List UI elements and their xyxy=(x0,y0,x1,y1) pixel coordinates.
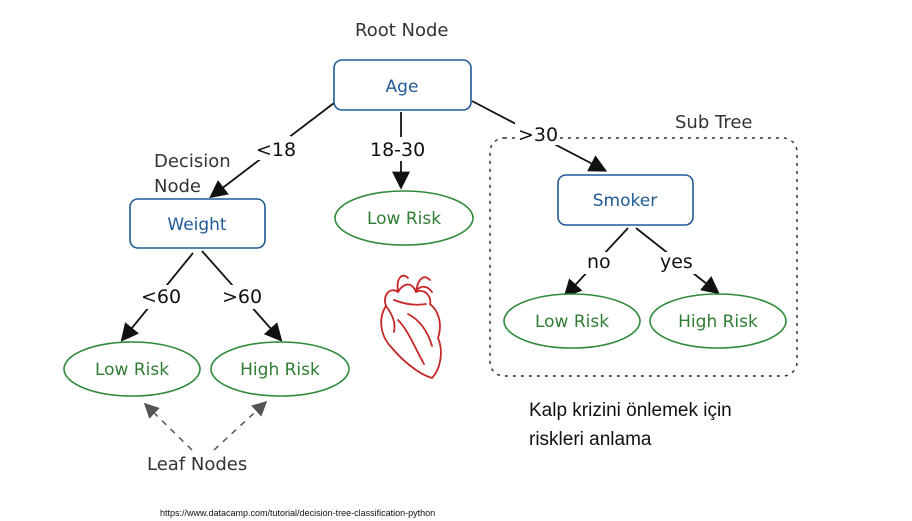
caption-line1: Kalp krizini önlemek için xyxy=(529,400,732,421)
node-age: Age xyxy=(333,59,472,111)
leaf-weight-high-label: High Risk xyxy=(240,360,320,380)
caption: Kalp krizini önlemek için riskleri anlam… xyxy=(529,396,732,454)
decision-node-label-line2: Node xyxy=(154,176,201,197)
leaf-pointer-right xyxy=(213,400,268,451)
node-weight-label: Weight xyxy=(167,215,227,235)
node-smoker: Smoker xyxy=(557,174,694,226)
edge-label-no: no xyxy=(587,251,611,273)
node-weight: Weight xyxy=(129,198,266,249)
leaf-weight-low-label: Low Risk xyxy=(95,360,169,380)
leaf-age-middle-label: Low Risk xyxy=(367,209,441,229)
edge-label-yes: yes xyxy=(660,251,693,273)
edge-label-gt60: >60 xyxy=(222,286,262,308)
caption-line2: riskleri anlama xyxy=(529,429,652,450)
sub-tree-frame xyxy=(489,137,798,377)
node-smoker-label: Smoker xyxy=(593,191,657,211)
leaf-smoker-no-label: Low Risk xyxy=(535,312,609,332)
leaf-smoker-no: Low Risk xyxy=(503,293,641,349)
edge-label-lt60: <60 xyxy=(141,286,181,308)
decision-node-label-line1: Decision xyxy=(154,151,231,172)
sub-tree-label: Sub Tree xyxy=(675,112,752,133)
source-url: https://www.datacamp.com/tutorial/decisi… xyxy=(160,508,436,518)
edge-label-18-30: 18-30 xyxy=(370,139,425,161)
leaf-pointer-left xyxy=(143,402,193,451)
leaf-smoker-yes-label: High Risk xyxy=(678,312,758,332)
leaf-weight-high: High Risk xyxy=(210,341,350,397)
anatomical-heart-icon xyxy=(380,274,442,379)
leaf-age-middle: Low Risk xyxy=(334,190,474,246)
leaf-weight-low: Low Risk xyxy=(63,341,201,397)
leaf-smoker-yes: High Risk xyxy=(649,293,787,349)
leaf-nodes-label: Leaf Nodes xyxy=(147,454,247,475)
edge-label-lt18: <18 xyxy=(256,139,296,161)
root-node-label: Root Node xyxy=(355,20,448,41)
edge-label-gt30: >30 xyxy=(518,124,558,146)
node-age-label: Age xyxy=(386,77,419,97)
